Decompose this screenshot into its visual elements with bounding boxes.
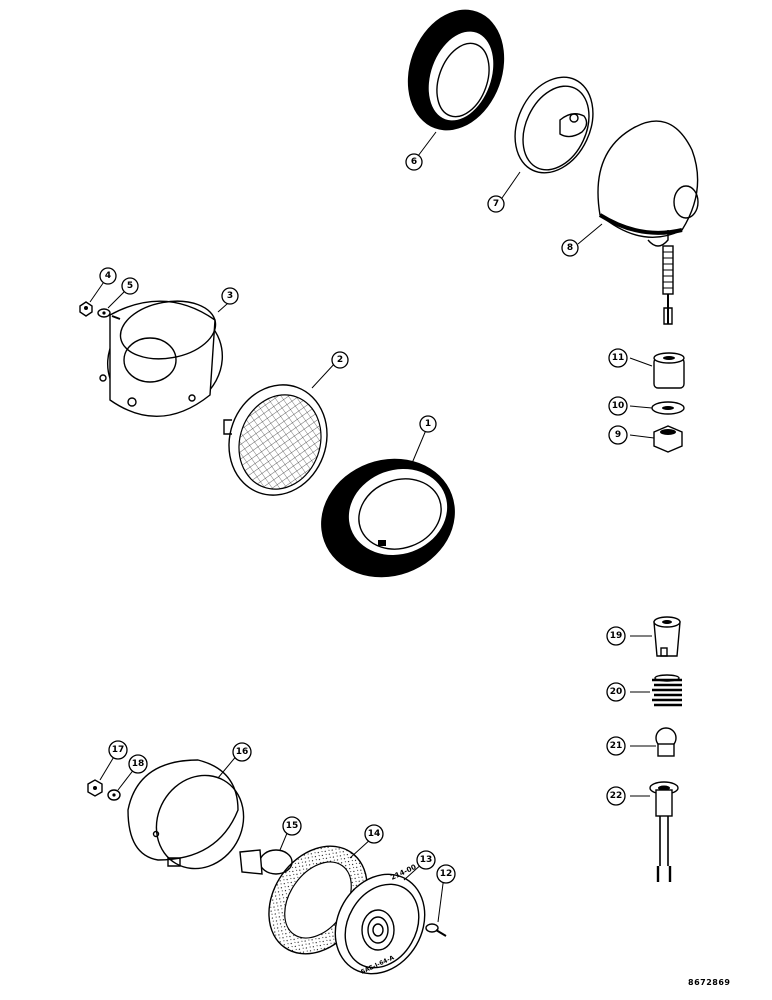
part-21-bulb (655, 727, 677, 757)
callout-7: 7 (487, 195, 505, 213)
part-1-rubber-ring (321, 458, 455, 578)
part-10-washer (651, 401, 685, 415)
part-7-reflector-plate (514, 76, 594, 174)
callout-7-label: 7 (493, 199, 499, 209)
callout-10: 10 (608, 396, 628, 416)
part-11-spacer (653, 352, 685, 389)
part-13-tail-lens: 214-00 SAE-I-64-A (334, 863, 426, 976)
callout-4-label: 4 (105, 271, 111, 281)
callout-18: 18 (128, 754, 148, 774)
callout-3: 3 (221, 287, 239, 305)
callout-16: 16 (232, 742, 252, 762)
callout-8-label: 8 (567, 243, 573, 253)
part-4-nut (79, 301, 93, 317)
callout-1: 1 (419, 415, 437, 433)
callout-12-label: 12 (440, 869, 453, 879)
callout-8: 8 (561, 239, 579, 257)
part-12-screw (425, 923, 447, 937)
callout-19-label: 19 (610, 631, 623, 641)
callout-6-label: 6 (411, 157, 417, 167)
callout-12: 12 (436, 864, 456, 884)
callout-9-label: 9 (615, 430, 621, 440)
callout-2-label: 2 (337, 355, 343, 365)
callout-22: 22 (606, 786, 626, 806)
callout-10-label: 10 (612, 401, 625, 411)
callout-14-label: 14 (368, 829, 381, 839)
part-3-housing-shell (99, 300, 224, 418)
callout-14: 14 (364, 824, 384, 844)
callout-16-label: 16 (236, 747, 249, 757)
reference-code: 8672869 (688, 978, 731, 987)
callout-22-label: 22 (610, 791, 623, 801)
part-16-taillight-housing (127, 759, 245, 870)
part-18-lock-washer (107, 789, 121, 801)
callout-2: 2 (331, 351, 349, 369)
callout-9: 9 (608, 425, 628, 445)
part-6-rubber-ring (407, 9, 505, 131)
callout-4: 4 (99, 267, 117, 285)
part-5-lock-washer (97, 308, 121, 320)
callout-21-label: 21 (610, 741, 623, 751)
callout-6: 6 (405, 153, 423, 171)
callout-1-label: 1 (425, 419, 431, 429)
callout-18-label: 18 (132, 759, 145, 769)
callout-5: 5 (121, 277, 139, 295)
callout-15-label: 15 (286, 821, 299, 831)
callout-5-label: 5 (127, 281, 133, 291)
callout-17: 17 (108, 740, 128, 760)
callout-20-label: 20 (610, 687, 623, 697)
callout-20: 20 (606, 682, 626, 702)
part-19-socket-cap (653, 616, 681, 657)
part-22-socket-wire (649, 781, 679, 882)
callout-13: 13 (416, 850, 436, 870)
callout-21: 21 (606, 736, 626, 756)
part-15-tail-bulb (239, 849, 293, 875)
callout-17-label: 17 (112, 745, 125, 755)
callout-13-label: 13 (420, 855, 433, 865)
callout-11: 11 (608, 348, 628, 368)
part-17-nut (87, 779, 103, 797)
part-8-housing-bucket (597, 120, 699, 325)
callout-19: 19 (606, 626, 626, 646)
part-20-spring (652, 674, 682, 707)
callout-11-label: 11 (612, 353, 625, 363)
part-9-nut (653, 425, 683, 453)
part-2-mesh-lens (223, 384, 328, 496)
callout-15: 15 (282, 816, 302, 836)
callout-3-label: 3 (227, 291, 233, 301)
